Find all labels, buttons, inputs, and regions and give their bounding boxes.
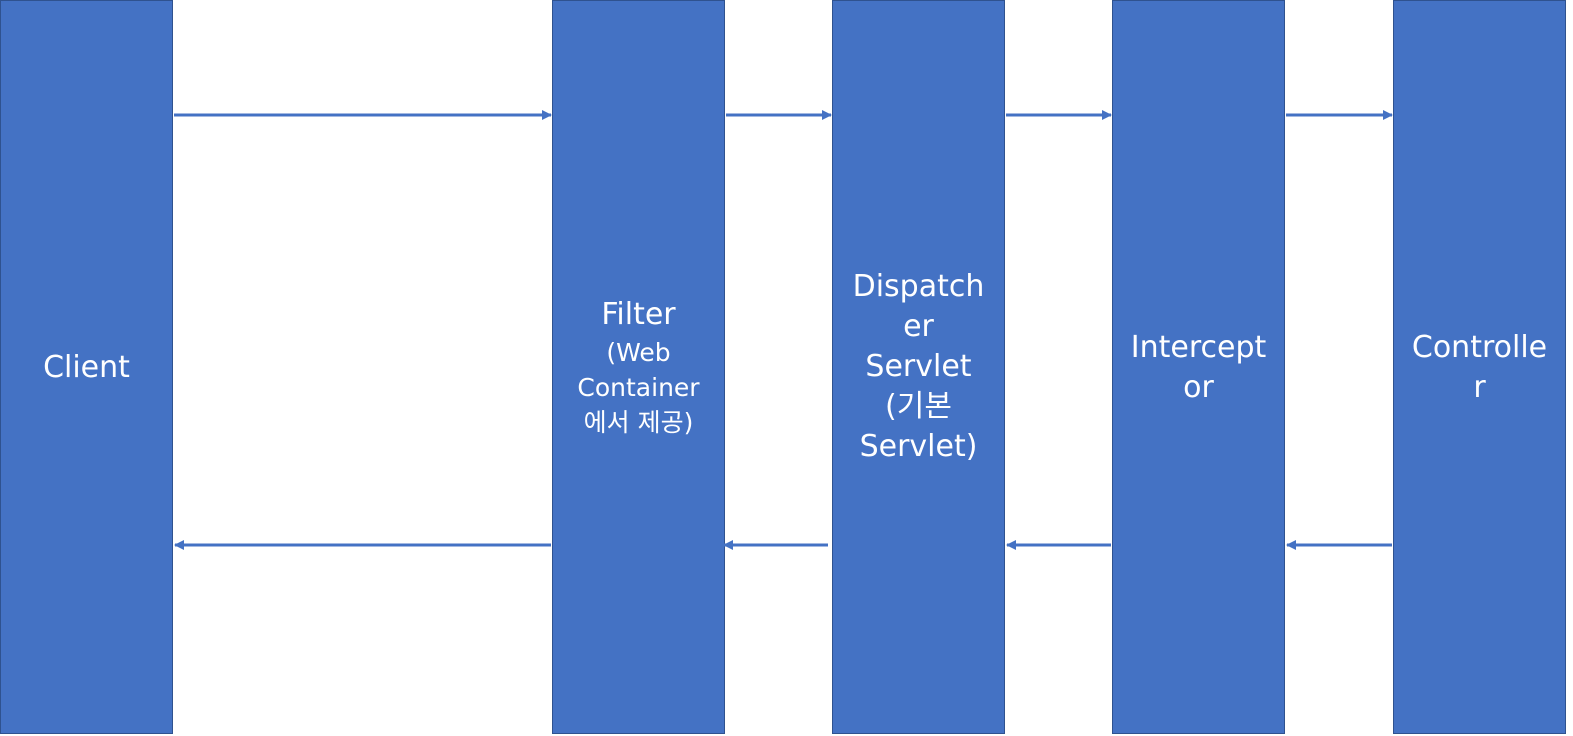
client-box: Client bbox=[0, 0, 173, 734]
dispatcher-label-line-2: er bbox=[903, 309, 934, 344]
dispatcher-label-line-1: Dispatch bbox=[852, 269, 985, 304]
client-label: Client bbox=[43, 350, 130, 385]
dispatcher-servlet-box: Dispatch er Servlet (기본 Servlet) bbox=[832, 0, 1005, 734]
dispatcher-label-line-5: Servlet) bbox=[859, 429, 978, 464]
filter-title: Filter bbox=[601, 296, 676, 332]
interceptor-box: Intercept or bbox=[1112, 0, 1285, 734]
filter-note-line-2: Container bbox=[577, 372, 700, 402]
controller-label-line-1: Controlle bbox=[1411, 330, 1548, 365]
filter-note-line-1: (Web bbox=[606, 337, 671, 367]
interceptor-label-line-2: or bbox=[1183, 370, 1214, 405]
controller-label-line-2: r bbox=[1473, 370, 1486, 405]
dispatcher-label-line-3: Servlet bbox=[865, 349, 972, 384]
controller-box: Controlle r bbox=[1393, 0, 1566, 734]
filter-note-line-3: 에서 제공) bbox=[583, 407, 694, 437]
dispatcher-label-line-4: (기본 bbox=[885, 389, 952, 424]
interceptor-label-line-1: Intercept bbox=[1130, 330, 1267, 365]
filter-box: Filter (Web Container 에서 제공) bbox=[552, 0, 725, 734]
